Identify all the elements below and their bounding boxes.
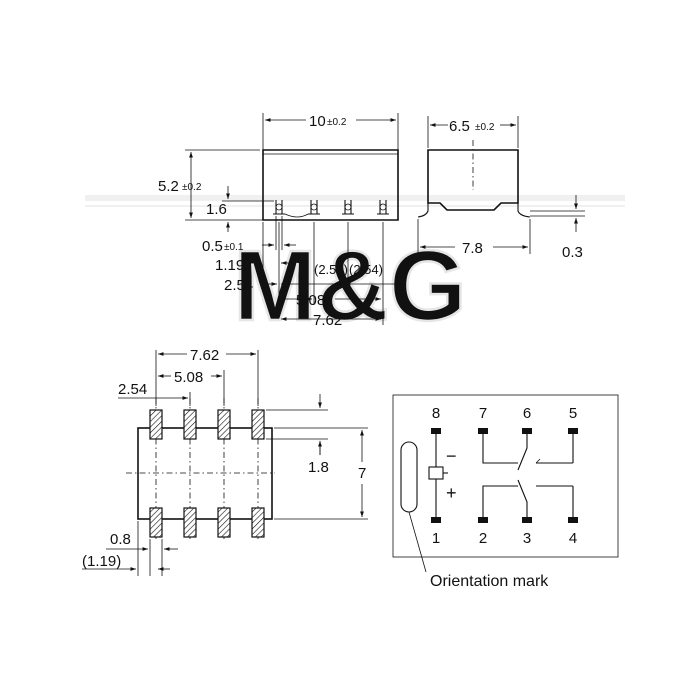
side-view: 10 ±0.2 5.2 ±0.2 1.6 0.5 ±0.1 1.19 (2.54… (158, 113, 400, 329)
fp-pad-length-label: 1.8 (308, 459, 329, 476)
end-lead-thickness-label: 0.3 (562, 244, 583, 261)
fp-pitch-label: 2.54 (118, 381, 147, 398)
side-length-tol: ±0.2 (327, 117, 347, 128)
end-view-body (427, 149, 519, 211)
side-lead-width-label: 0.5 (202, 238, 223, 255)
switch-lower (482, 479, 574, 517)
pin-label-7: 7 (479, 405, 487, 422)
orientation-mark (400, 441, 418, 513)
fp-span-inner-label: 5.08 (174, 369, 203, 386)
pin-label-3: 3 (523, 530, 531, 547)
fp-span-outer-label: 7.62 (190, 347, 219, 364)
relay-coil (428, 434, 448, 517)
fp-row-spacing-label: 7 (358, 465, 366, 482)
pin-label-2: 2 (479, 530, 487, 547)
pcb-footprint: 7.62 5.08 2.54 1.8 7 0.8 (1.19) (82, 347, 368, 576)
side-length-label: 10 (309, 113, 326, 130)
fp-pad-width-label: 0.8 (110, 531, 131, 548)
side-pitch-1-label: (2.54) (314, 262, 348, 277)
side-view-body (262, 149, 399, 221)
footprint-pads-top (149, 409, 265, 440)
side-pitch-2-label: (2.54) (349, 262, 383, 277)
side-span-2-label: 7.62 (313, 312, 342, 329)
side-height-tol: ±0.2 (182, 182, 202, 193)
pin-schematic: 8 7 6 5 1 2 3 4 − + (392, 394, 619, 590)
pin-label-5: 5 (569, 405, 577, 422)
pin-label-1: 1 (432, 530, 440, 547)
end-view-gullwing-left (417, 203, 429, 218)
pin-label-8: 8 (432, 405, 440, 422)
orientation-mark-label: Orientation mark (430, 573, 549, 590)
watermark: M&G (85, 195, 625, 343)
switch-upper (482, 434, 574, 471)
end-view: 6.5 ±0.2 7.8 0.3 (417, 116, 585, 261)
end-lead-span-label: 7.8 (462, 240, 483, 257)
footprint-pads-bottom (149, 507, 265, 538)
coil-plus-sign: + (446, 483, 457, 503)
side-standoff-label: 1.6 (206, 201, 227, 218)
end-view-gullwing-right (517, 203, 531, 218)
fp-pad-offset-label: (1.19) (82, 553, 121, 570)
side-pitch-datum-dot (345, 281, 351, 287)
schematic-frame (392, 394, 619, 558)
pin-label-4: 4 (569, 530, 577, 547)
coil-minus-sign: − (446, 446, 457, 466)
pin-stubs (431, 428, 578, 523)
side-edge-pitch-label: 2.54 (224, 277, 253, 294)
pin-label-6: 6 (523, 405, 531, 422)
footprint-outline (137, 427, 273, 520)
side-height-label: 5.2 (158, 178, 179, 195)
side-lead-offset-label: 1.19 (215, 257, 244, 274)
side-view-leads (273, 200, 389, 218)
watermark-logo: M&G (233, 230, 466, 342)
side-lead-width-tol: ±0.1 (224, 242, 244, 253)
side-span-1-label: 5.08 (296, 292, 325, 309)
end-width-label: 6.5 (449, 118, 470, 135)
end-width-tol: ±0.2 (475, 122, 495, 133)
